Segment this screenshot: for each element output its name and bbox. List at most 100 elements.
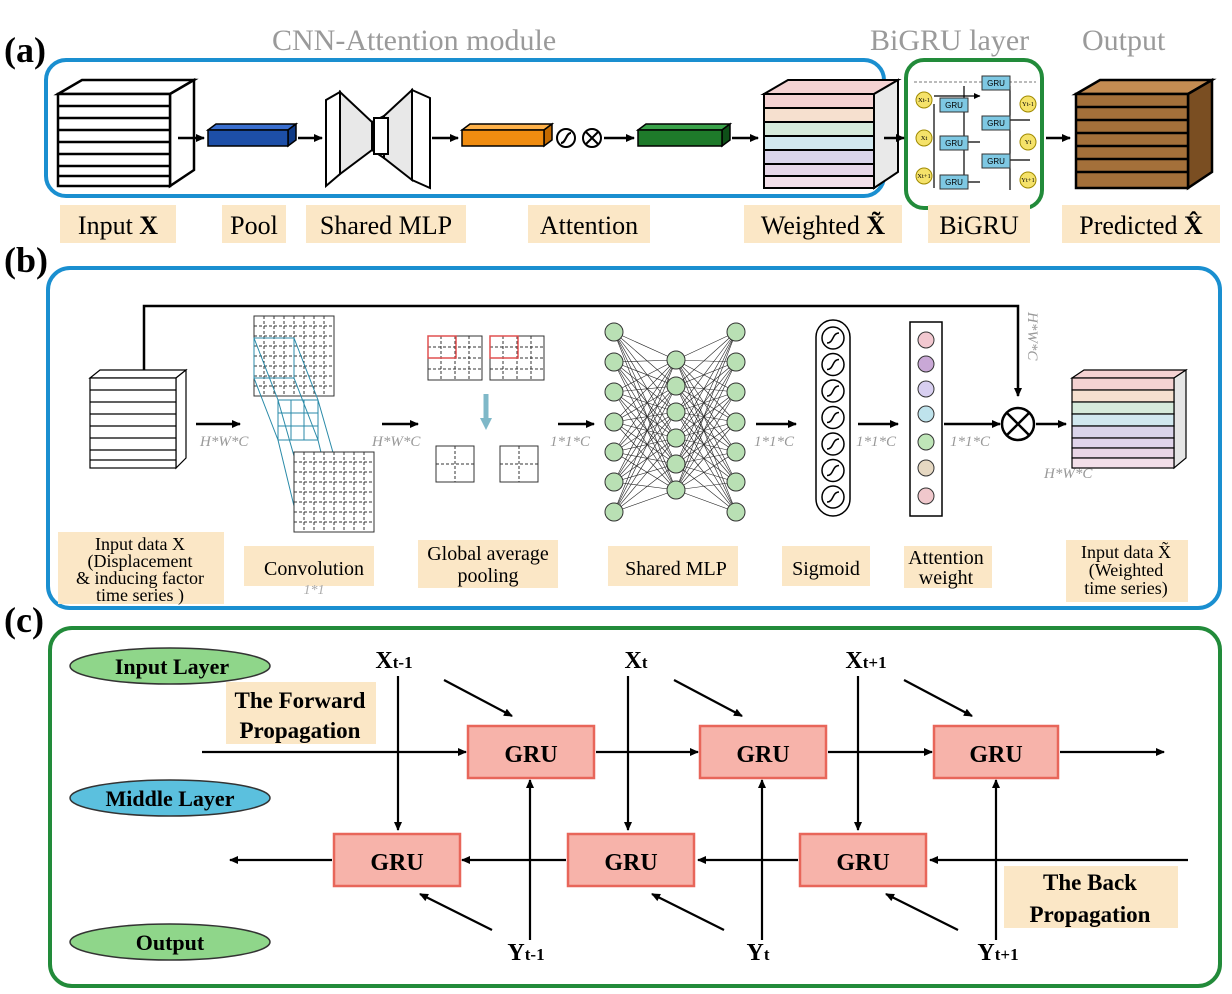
- mlp-edge: [675, 385, 737, 423]
- dim-hwc-2: H*W*C: [371, 434, 421, 450]
- mlp-edge: [613, 359, 677, 393]
- y-prev-base: Y: [507, 940, 524, 966]
- svg-text:Xt: Xt: [624, 648, 647, 674]
- sigmoid-unit: [821, 432, 845, 456]
- mlp-neuron: [726, 412, 746, 432]
- mlp-edge: [675, 359, 737, 513]
- output-layer-label: Output: [136, 930, 205, 955]
- svg-text:Input X: Input X: [78, 211, 158, 240]
- mlp-edge: [613, 391, 677, 413]
- mini-x-next: Xt+1: [917, 173, 930, 180]
- gru-backward-3-label: GRU: [836, 850, 889, 876]
- mlp-neuron: [604, 322, 624, 342]
- mlp-edge: [675, 421, 737, 439]
- mlp-neuron: [726, 352, 746, 372]
- sigmoid-column: [815, 319, 851, 517]
- b-multiply-icon: [1000, 406, 1036, 442]
- mlp-edge: [613, 385, 677, 483]
- gru-backward-2: GRU: [566, 832, 696, 888]
- mlp-edge: [613, 391, 677, 439]
- mlp-edge: [613, 411, 677, 423]
- mlp-edge: [613, 411, 677, 513]
- mlp-edge: [675, 411, 737, 483]
- conv-grid-bottom: [293, 451, 375, 533]
- gru-forward-1: GRU: [466, 724, 596, 780]
- gru-forward-1-label: GRU: [504, 742, 557, 768]
- mini-y-next: Yt+1: [1021, 177, 1034, 184]
- mlp-edge: [675, 463, 737, 483]
- mlp-edge: [675, 331, 737, 439]
- mlp-edge: [675, 385, 737, 393]
- mlp-neuron: [666, 480, 686, 500]
- caption-weighted-symbol: X̃: [866, 211, 885, 240]
- input-x-stack: [53, 77, 199, 189]
- attention-weight-column: [909, 321, 943, 517]
- mlp-edge: [675, 361, 737, 387]
- b-caption-attw-1: Attention: [908, 547, 984, 569]
- mlp-edge: [675, 391, 737, 491]
- mlp-neuron: [726, 322, 746, 342]
- mlp-edge: [613, 361, 677, 387]
- mlp-edge: [675, 421, 737, 491]
- mlp-edge: [675, 463, 737, 513]
- multiply-icon: [582, 128, 602, 148]
- mlp-edge: [675, 331, 737, 491]
- x-cur-base: X: [624, 648, 642, 674]
- back-line1: The Back: [1043, 870, 1137, 895]
- mlp-edge: [613, 463, 677, 483]
- mlp-edge: [613, 331, 677, 387]
- mlp-edge: [613, 385, 677, 423]
- dim-hwc-vertical: H*W*C: [1024, 311, 1040, 361]
- mlp-edge: [675, 359, 737, 423]
- mlp-neuron: [666, 402, 686, 422]
- gru-backward-2-label: GRU: [604, 850, 657, 876]
- mlp-edge: [613, 451, 677, 465]
- input-layer-pill: Input Layer: [69, 647, 271, 685]
- mini-x-prev: Xt-1: [918, 97, 930, 104]
- y-cur-base: Y: [746, 940, 763, 966]
- mlp-edge: [613, 437, 677, 513]
- mlp-edge: [613, 437, 677, 483]
- mlp-edge: [675, 437, 737, 513]
- caption-input-symbol: X: [139, 211, 158, 240]
- sigmoid-unit: [821, 352, 845, 377]
- svg-text:Predicted X̂: Predicted X̂: [1079, 211, 1203, 240]
- b-caption-out-2: (Weighted: [1089, 560, 1164, 581]
- mlp-edge: [613, 359, 677, 483]
- forward-line1: The Forward: [235, 688, 366, 713]
- sigmoid-unit: [821, 405, 845, 430]
- x-prev-base: X: [375, 648, 393, 674]
- mlp-edge: [613, 411, 677, 453]
- gru-forward-3: GRU: [932, 724, 1060, 780]
- mlp-neuron: [726, 382, 746, 402]
- svg-text:Xt+1: Xt+1: [845, 648, 886, 674]
- mlp-edge: [613, 451, 677, 491]
- mlp-edge: [675, 361, 737, 413]
- svg-text:Weighted X̃: Weighted X̃: [761, 211, 886, 240]
- mini-x-cur: Xt: [921, 135, 928, 142]
- mlp-edge: [675, 361, 737, 439]
- caption-weighted: Weighted: [761, 211, 860, 240]
- sigmoid-unit: [821, 458, 845, 483]
- gru-backward-1: GRU: [332, 832, 462, 888]
- mlp-edge: [675, 331, 737, 413]
- gru-forward-2-label: GRU: [736, 742, 789, 768]
- mlp-network: [604, 322, 746, 522]
- panel-a-label: (a): [4, 30, 46, 70]
- conv-grid-mid: [277, 399, 319, 441]
- x-prev-sub: t-1: [393, 653, 413, 672]
- b-kernel-size: 1*1: [304, 583, 325, 598]
- pool-bar: [205, 122, 299, 148]
- mlp-neuron: [604, 442, 624, 462]
- mlp-neuron: [604, 472, 624, 492]
- mlp-edge: [613, 331, 677, 439]
- dim-c-3: 1*1*C: [856, 434, 897, 450]
- mlp-edge: [675, 437, 737, 453]
- mlp-edge: [675, 359, 737, 393]
- mlp-edge: [675, 437, 737, 483]
- mlp-neuron: [726, 502, 746, 522]
- dim-c-2: 1*1*C: [754, 434, 795, 450]
- gru-forward-2: GRU: [698, 724, 828, 780]
- b-caption-attw-2: weight: [919, 567, 974, 589]
- dim-hwc-out: H*W*C: [1043, 466, 1093, 482]
